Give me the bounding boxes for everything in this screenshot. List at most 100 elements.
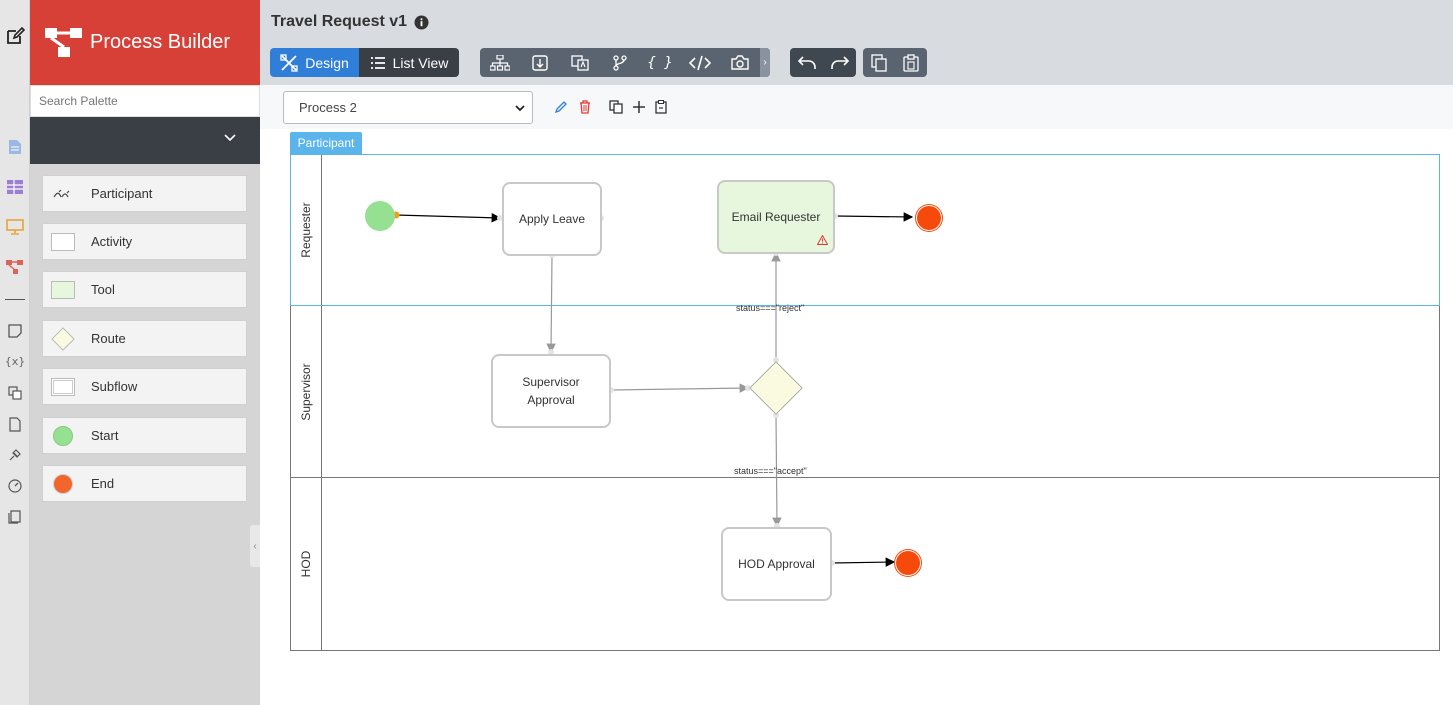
palette-item-end[interactable]: End [42, 465, 247, 502]
activity-label: Apply Leave [518, 212, 586, 226]
process-selector-bar: Process 2 [260, 85, 1453, 129]
redo-icon[interactable] [823, 48, 856, 77]
palette-sidebar: Process Builder Participant Activity Too… [30, 0, 260, 705]
design-label: Design [305, 54, 349, 71]
palette-item-tool[interactable]: Tool [42, 271, 247, 308]
activity-hod-approval[interactable]: HOD Approval [721, 527, 832, 601]
palette-item-label: End [91, 476, 115, 491]
lane-hod[interactable]: HOD [291, 478, 1439, 650]
start-event[interactable] [365, 201, 395, 231]
design-tools-icon [280, 53, 298, 72]
translate-icon[interactable] [5, 383, 25, 403]
collapse-palette-handle[interactable]: ‹ [250, 525, 260, 567]
view-mode-toggle: Design List View [270, 48, 459, 77]
activity-label: Supervisor Approval [522, 375, 580, 407]
participant-icon [51, 185, 75, 203]
palette-item-label: Tool [91, 282, 115, 297]
userview-icon[interactable] [5, 217, 25, 237]
palette-category-dropdown[interactable] [30, 117, 260, 164]
clipboard-group [863, 48, 927, 77]
page-title: Travel Request v1 [271, 13, 429, 31]
document-icon[interactable] [5, 414, 25, 434]
main-area: Travel Request v1 Design List View [260, 0, 1453, 705]
app-icon-rail: {x} [0, 0, 30, 705]
process-icon[interactable] [5, 257, 25, 277]
palette-item-label: Subflow [91, 379, 138, 394]
list-view-label: List View [392, 54, 449, 71]
end-icon [51, 473, 75, 494]
process-select[interactable]: Process 2 [283, 91, 533, 124]
diagram-canvas[interactable]: Participant Requester Supervisor HOD [260, 129, 1453, 705]
palette-item-label: Route [91, 331, 126, 346]
palette-search-input[interactable] [30, 85, 260, 117]
edit-process-pencil-icon[interactable] [553, 99, 569, 115]
variables-icon[interactable]: { } [647, 54, 673, 71]
pool-participant-tab[interactable]: Participant [290, 132, 362, 154]
delete-process-trash-icon[interactable] [577, 99, 593, 115]
activity-supervisor-approval[interactable]: Supervisor Approval [491, 354, 611, 428]
lane-supervisor[interactable]: Supervisor [291, 306, 1439, 478]
translate-icon[interactable] [560, 48, 600, 77]
tool-icon [51, 280, 75, 299]
variable-icon[interactable]: {x} [4, 354, 26, 368]
add-process-plus-icon[interactable] [631, 99, 647, 115]
screenshot-camera-icon[interactable] [720, 48, 760, 77]
palette-item-start[interactable]: Start [42, 417, 247, 454]
design-view-button[interactable]: Design [270, 48, 359, 77]
history-group [790, 48, 856, 77]
participant-tree-icon[interactable] [480, 48, 520, 77]
lane-header[interactable]: Supervisor [291, 306, 322, 477]
info-icon[interactable] [414, 15, 429, 30]
copy-process-icon[interactable] [608, 99, 624, 115]
top-toolbar: Travel Request v1 Design List View [260, 0, 1453, 85]
performance-icon[interactable] [5, 476, 25, 496]
activity-apply-leave[interactable]: Apply Leave [502, 182, 602, 256]
palette-item-participant[interactable]: Participant [42, 175, 247, 212]
lane-label: HOD [299, 550, 313, 578]
process-select-value: Process 2 [299, 100, 357, 115]
activity-label: Email Requester [731, 210, 821, 224]
chevron-down-icon [515, 105, 525, 112]
subflow-icon [51, 377, 75, 396]
list-view-button[interactable]: List View [359, 48, 459, 77]
plugin-icon[interactable] [5, 445, 25, 465]
condition-accept-label[interactable]: status==="accept" [734, 466, 807, 476]
note-icon[interactable] [5, 321, 25, 341]
palette-item-route[interactable]: Route [42, 320, 247, 357]
datalist-icon[interactable] [5, 177, 25, 197]
participant-pool[interactable]: Requester Supervisor HOD [290, 154, 1440, 651]
lane-label: Requester [299, 202, 313, 258]
brand-title: Process Builder [90, 31, 231, 53]
copy-icon[interactable] [863, 48, 895, 77]
tool-email-requester[interactable]: Email Requester [717, 180, 835, 254]
process-builder-logo-icon [45, 27, 82, 57]
activity-label: HOD Approval [738, 557, 815, 571]
code-icon[interactable] [680, 48, 720, 77]
undo-icon[interactable] [790, 48, 823, 77]
palette-items: Participant Activity Tool Route Subflow [30, 164, 260, 705]
process-tools-group: { } › [480, 48, 770, 77]
paste-icon[interactable] [895, 48, 927, 77]
more-tools-chevron-icon[interactable]: › [760, 48, 770, 77]
form-icon[interactable] [5, 137, 25, 157]
activity-icon [51, 232, 75, 251]
rail-divider [5, 299, 25, 300]
route-icon [51, 326, 75, 351]
palette-item-subflow[interactable]: Subflow [42, 368, 247, 405]
lane-requester[interactable]: Requester [290, 154, 1440, 306]
edit-icon[interactable] [5, 26, 25, 46]
paste-process-icon[interactable] [653, 99, 669, 115]
form-mapping-icon[interactable] [520, 48, 560, 77]
list-icon [370, 56, 385, 69]
chevron-down-icon [224, 134, 236, 142]
warning-icon [817, 235, 828, 245]
lane-header[interactable]: HOD [291, 478, 322, 650]
lane-header[interactable]: Requester [291, 155, 322, 305]
condition-reject-label[interactable]: status==="reject" [736, 303, 805, 313]
palette-item-activity[interactable]: Activity [42, 223, 247, 260]
end-event-hod[interactable] [896, 551, 920, 575]
start-icon [51, 425, 75, 446]
branch-icon[interactable] [600, 48, 640, 77]
api-icon[interactable] [5, 507, 25, 527]
end-event-requester[interactable] [917, 206, 941, 230]
